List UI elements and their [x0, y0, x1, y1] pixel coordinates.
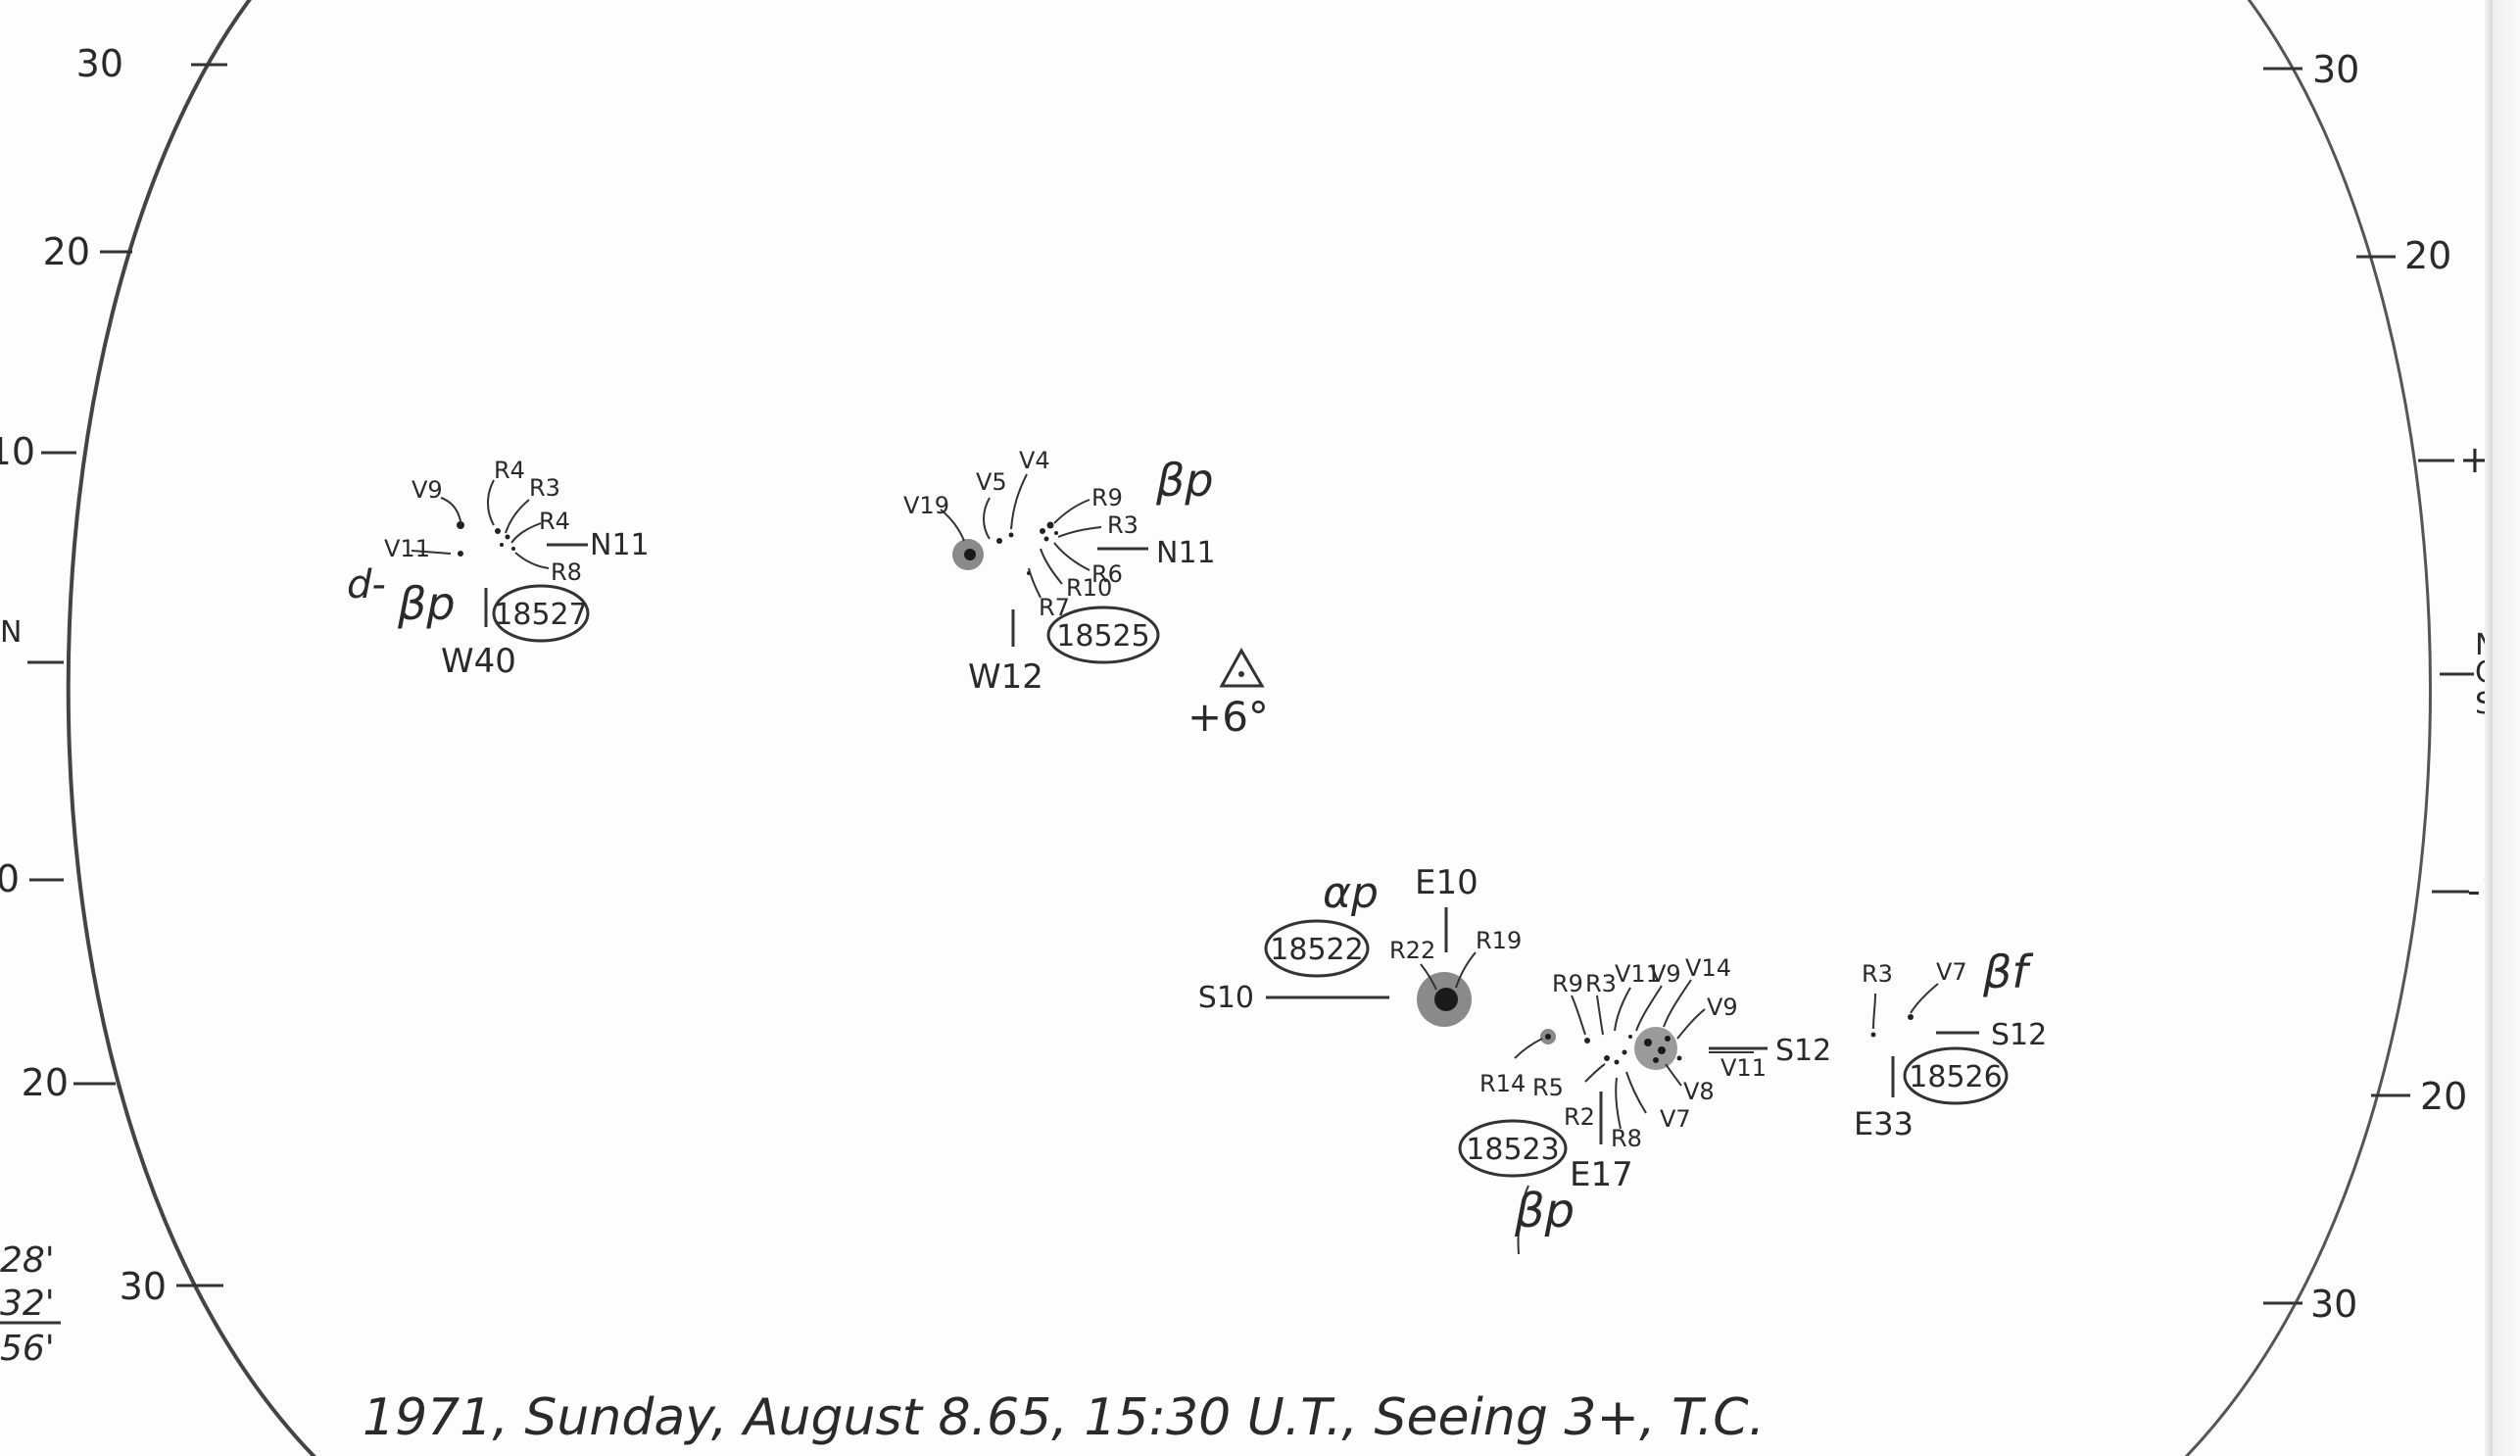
longitude-label: W12 [968, 657, 1043, 697]
sunspot-group-18525: V19 V5 V4 R9 R3 R6 R10 R7 βp N11 18525 W… [903, 447, 1216, 697]
spot-label: V5 [976, 468, 1007, 496]
page-edge-highlight [2493, 0, 2520, 1456]
spot-label: V19 [903, 492, 949, 519]
disk-center-mark: +6° [1187, 647, 1269, 741]
spot-label: R19 [1476, 927, 1522, 954]
spot-label: R3 [1107, 511, 1139, 539]
longitude-label: E17 [1570, 1155, 1633, 1194]
longitude-label: W40 [441, 642, 516, 681]
sunspot-group-18522: αp E10 18522 R22 R19 S10 [1198, 863, 1522, 1027]
spot-label: R9 [1091, 484, 1123, 511]
p-angle-label: +6° [1187, 693, 1269, 741]
left-tick-label: 30 [120, 1265, 167, 1308]
group-number: 18525 [1056, 619, 1149, 654]
spot-label: V8 [1683, 1078, 1715, 1105]
left-tick-label: 10 [0, 430, 35, 473]
margin-note-line: 28' [0, 1240, 55, 1281]
class-label: αp [1323, 868, 1379, 918]
spot-label: R2 [1564, 1103, 1595, 1131]
latitude-label: N11 [590, 528, 650, 562]
group-number: 18527 [494, 598, 587, 632]
left-tick-label: 10 [0, 857, 20, 900]
margin-note-line: 32' [0, 1284, 55, 1324]
left-latitude-scale: 30 20 10 10 20 30 N [0, 42, 227, 1308]
class-label: βp [397, 577, 456, 630]
spot-label: V7 [1660, 1105, 1691, 1133]
spot-label: V4 [1019, 447, 1050, 474]
sunspot-group-18527: V9 R4 R3 R4 V11 R8 N11 d- βp 18527 W40 [347, 457, 650, 681]
spot-label: R6 [1091, 560, 1123, 588]
spot-label: V9 [412, 476, 443, 504]
spot-label: R8 [551, 558, 582, 586]
left-tick-label: 20 [43, 230, 90, 273]
solar-limb-right [2184, 0, 2432, 1456]
spot-label: V9 [1650, 960, 1681, 988]
class-label: βp [1155, 454, 1214, 507]
spot-label: R4 [494, 457, 525, 484]
class-prefix: d- [347, 562, 386, 607]
observation-caption: 1971, Sunday, August 8.65, 15:30 U.T., S… [363, 1388, 1765, 1447]
class-label: βf [1982, 946, 2033, 998]
latitude-label: S10 [1198, 981, 1254, 1015]
page-edge-shadow [2485, 0, 2493, 1456]
spot-label: V7 [1936, 958, 1967, 986]
spot-label: R8 [1611, 1125, 1642, 1152]
spot-label: R7 [1039, 594, 1070, 621]
group-number: 18526 [1909, 1060, 2002, 1094]
spot-label: R9 [1552, 970, 1583, 997]
class-label: βp [1514, 1184, 1575, 1238]
spot-label: R3 [1585, 970, 1617, 997]
left-tick-label: 20 [22, 1061, 69, 1104]
spot-label: R3 [1862, 960, 1893, 988]
latitude-label: N11 [1156, 536, 1216, 570]
sunspot-group-18523: R9 R3 V11 V9 V14 V9 V11 R14 R5 V8 R2 V7 … [1458, 954, 1831, 1255]
spot-label: R3 [529, 474, 560, 502]
right-latitude-scale: 30 20 +10 -10 20 30 N O E S / [2263, 43, 2520, 1326]
spot-label: V11 [1720, 1054, 1767, 1082]
spot-label: R14 [1479, 1070, 1526, 1097]
left-equator-label: N [0, 615, 22, 650]
spot-label: V11 [1615, 960, 1661, 988]
spot-label: R5 [1532, 1074, 1564, 1101]
latitude-label: S12 [1775, 1034, 1831, 1068]
group-number: 18523 [1466, 1133, 1559, 1167]
spot-label: V11 [384, 535, 430, 562]
margin-note: 28' 32' 56' [0, 1240, 61, 1369]
right-tick-label: 30 [2312, 48, 2359, 91]
margin-note-line: 56' [0, 1329, 55, 1369]
longitude-label: E10 [1415, 863, 1478, 902]
spot-label: R10 [1066, 574, 1112, 602]
sunspot-group-18526: R3 V7 βf S12 18526 E33 [1854, 946, 2047, 1142]
spot-label: V14 [1685, 954, 1731, 982]
solar-limb-left [66, 0, 317, 1456]
longitude-label: E33 [1854, 1105, 1914, 1142]
group-number: 18522 [1270, 933, 1363, 967]
right-tick-label: 30 [2310, 1283, 2357, 1326]
left-tick-label: 30 [76, 42, 123, 85]
right-tick-label: 20 [2420, 1075, 2467, 1118]
spot-label: R4 [539, 508, 570, 535]
spot-label: R22 [1389, 937, 1435, 964]
latitude-label: S12 [1991, 1018, 2047, 1052]
right-tick-label: 20 [2404, 234, 2451, 277]
spot-label: V9 [1707, 994, 1738, 1021]
